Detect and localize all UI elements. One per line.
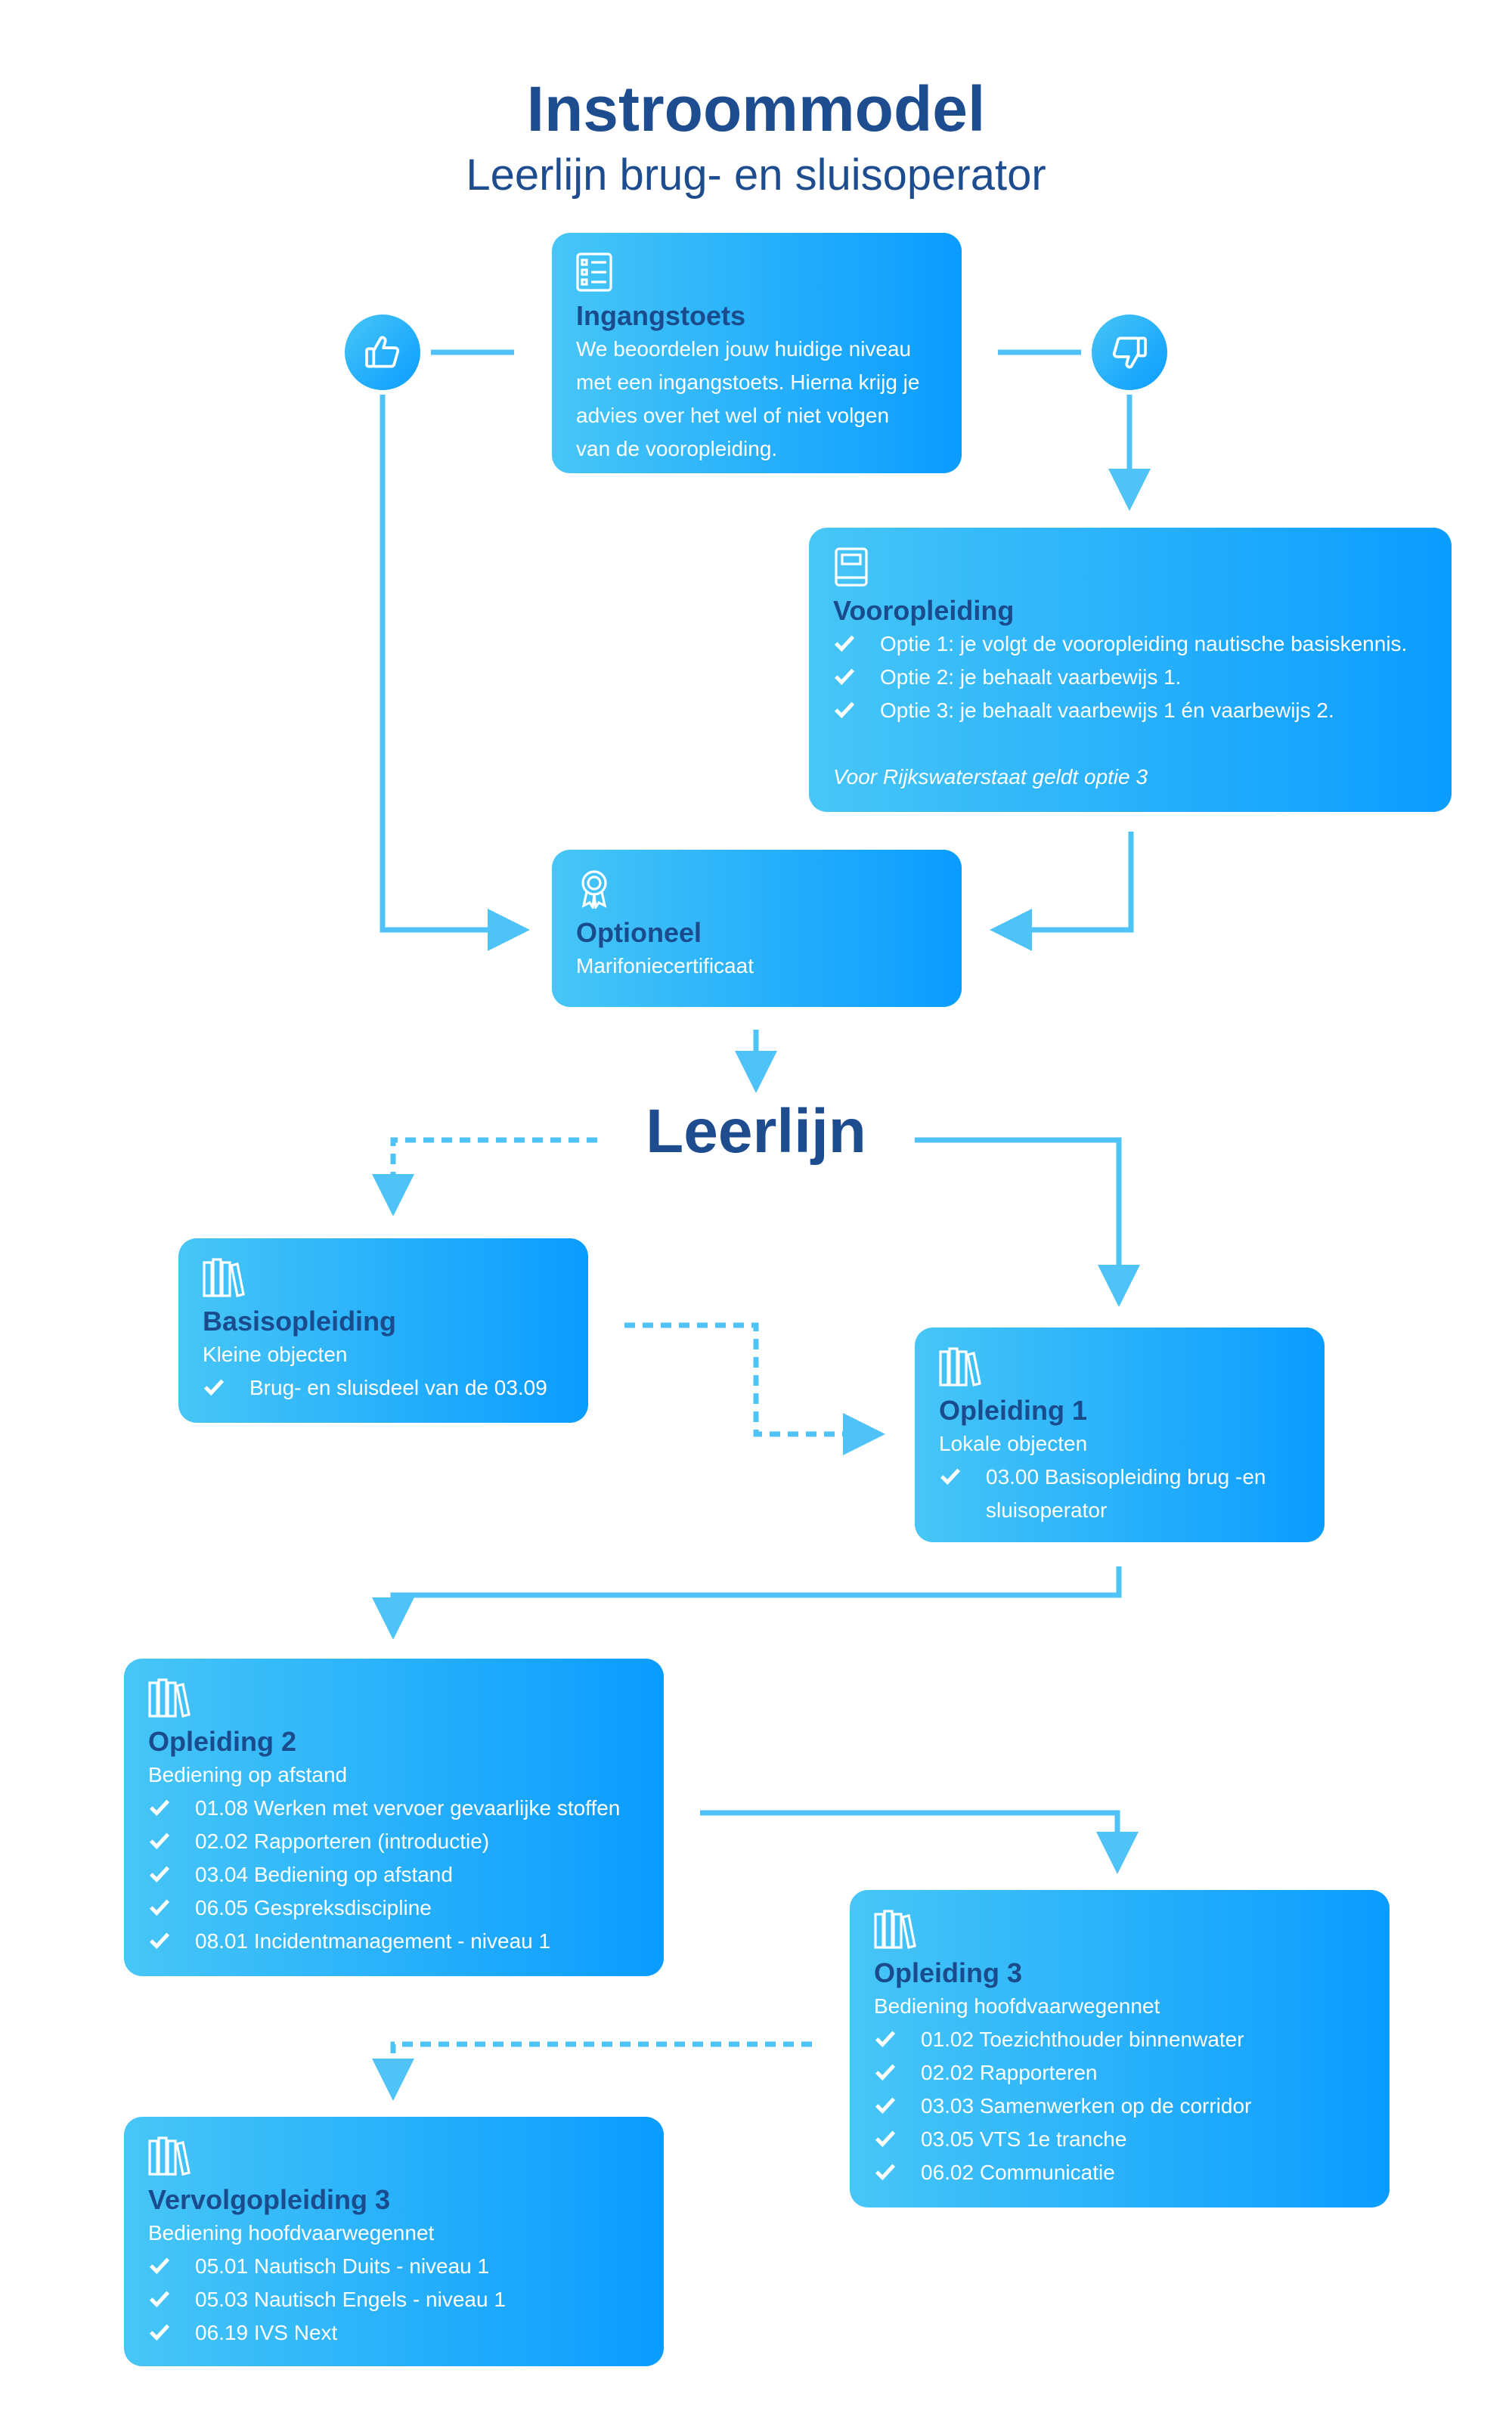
basisopleiding-subtitle: Kleine objecten — [203, 1343, 348, 1366]
basisopleiding-title: Basisopleiding — [203, 1306, 397, 1337]
check-icon — [834, 668, 855, 686]
optioneel-title: Optioneel — [576, 917, 702, 948]
connector-basisopleiding-opleiding1 — [624, 1322, 885, 1455]
check-icon — [834, 635, 855, 652]
vervolgopleiding3-subtitle: Bediening hoofdvaarwegennet — [148, 2221, 435, 2245]
list-item: Optie 1: je volgt de vooropleiding nauti… — [833, 627, 1427, 661]
connector-opleiding1-opleiding2 — [372, 1566, 1122, 1640]
section-title: Leerlijn — [646, 1097, 866, 1166]
ingangstoets-title: Ingangstoets — [576, 300, 746, 331]
list-item: Optie 3: je behaalt vaarbewijs 1 én vaar… — [833, 694, 1427, 727]
list-item: 03.05 VTS 1e tranche — [874, 2123, 1365, 2156]
list-item: 01.02 Toezichthouder binnenwater — [874, 2023, 1365, 2056]
vooropleiding-title: Vooropleiding — [833, 595, 1015, 626]
list-item: 06.02 Communicatie — [874, 2156, 1365, 2189]
check-icon — [834, 702, 855, 719]
thumbs-down-icon — [1092, 314, 1167, 390]
check-icon — [149, 1899, 170, 1916]
check-icon — [875, 2130, 896, 2148]
connector-leerlijn-basisopleiding — [372, 1137, 597, 1216]
ingangstoets-line: We beoordelen jouw huidige niveau — [576, 337, 912, 361]
vooropleiding-note: Voor Rijkswaterstaat geldt optie 3 — [833, 765, 1148, 788]
opleiding3-subtitle: Bediening hoofdvaarwegennet — [874, 1994, 1160, 2018]
opleiding1-title: Opleiding 1 — [939, 1395, 1088, 1426]
books-icon — [148, 1678, 191, 1718]
check-icon — [149, 1866, 170, 1883]
ingangstoets-line: advies over het wel of niet volgen — [576, 404, 890, 427]
connector-leerlijn-opleiding1 — [915, 1137, 1140, 1307]
books-icon — [203, 1258, 245, 1297]
opleiding3-card: Opleiding 3 Bediening hoofdvaarwegennet … — [850, 1890, 1390, 2207]
thumbs-up-icon — [345, 314, 420, 390]
list-item: 06.05 Gespreksdiscipline — [148, 1891, 640, 1925]
opleiding1-subtitle: Lokale objecten — [939, 1432, 1088, 1455]
connector-opleiding2-opleiding3 — [700, 1810, 1139, 1874]
list-item: Optie 2: je behaalt vaarbewijs 1. — [833, 661, 1427, 694]
list-item: 02.02 Rapporteren — [874, 2056, 1365, 2090]
books-icon — [874, 1910, 916, 1949]
opleiding2-subtitle: Bediening op afstand — [148, 1763, 348, 1786]
vooropleiding-card: Vooropleiding Optie 1: je volgt de vooro… — [809, 528, 1452, 812]
check-icon — [940, 1468, 961, 1486]
opleiding3-title: Opleiding 3 — [874, 1957, 1023, 1988]
ingangstoets-card: Ingangstoets We beoordelen jouw huidige … — [552, 233, 962, 473]
optioneel-card: Optioneel Marifoniecertificaat — [552, 850, 962, 1007]
vervolgopleiding3-card: Vervolgopleiding 3 Bediening hoofdvaarwe… — [124, 2117, 664, 2366]
ingangstoets-line: met een ingangstoets. Hierna krijg je — [576, 370, 920, 394]
check-icon — [875, 2164, 896, 2181]
opleiding2-card: Opleiding 2 Bediening op afstand 01.08 W… — [124, 1659, 664, 1976]
list-item: 06.19 IVS Next — [148, 2316, 640, 2350]
books-icon — [939, 1347, 981, 1386]
check-icon — [203, 1379, 225, 1396]
optioneel-subtitle: Marifoniecertificaat — [576, 954, 754, 977]
list-item: 08.01 Incidentmanagement - niveau 1 — [148, 1925, 640, 1958]
opleiding2-title: Opleiding 2 — [148, 1726, 297, 1757]
list-item: 03.04 Bediening op afstand — [148, 1858, 640, 1891]
check-icon — [149, 1799, 170, 1817]
list-item: 01.08 Werken met vervoer gevaarlijke sto… — [148, 1792, 640, 1825]
opleiding1-card: Opleiding 1 Lokale objecten 03.00 Basiso… — [915, 1328, 1325, 1542]
connector-thumbsup-optioneel — [380, 395, 530, 951]
check-icon — [149, 2324, 170, 2341]
check-icon — [149, 2291, 170, 2308]
list-item: 03.03 Samenwerken op de corridor — [874, 2090, 1365, 2123]
page-subtitle: Leerlijn brug- en sluisoperator — [466, 150, 1046, 200]
list-item: 03.00 Basisopleiding brug -en sluisopera… — [939, 1461, 1300, 1527]
list-item: 02.02 Rapporteren (introductie) — [148, 1825, 640, 1858]
vervolgopleiding3-title: Vervolgopleiding 3 — [148, 2184, 391, 2215]
book-icon — [833, 547, 872, 587]
check-icon — [875, 2031, 896, 2048]
check-icon — [149, 1833, 170, 1850]
basisopleiding-card: Basisopleiding Kleine objecten Brug- en … — [178, 1238, 588, 1423]
page-title: Instroommodel — [526, 73, 986, 144]
check-icon — [875, 2097, 896, 2115]
check-icon — [149, 2257, 170, 2275]
connector-opleiding3-vervolgopleiding3 — [372, 2041, 812, 2101]
award-icon — [576, 869, 615, 911]
check-icon — [875, 2064, 896, 2081]
ingangstoets-line: van de vooropleiding. — [576, 437, 778, 460]
checklist-icon — [576, 253, 615, 292]
books-icon — [148, 2136, 191, 2176]
connector-vooropleiding-optioneel — [990, 832, 1134, 951]
list-item: 05.03 Nautisch Engels - niveau 1 — [148, 2283, 640, 2316]
list-item: 05.01 Nautisch Duits - niveau 1 — [148, 2250, 640, 2283]
list-item: Brug- en sluisdeel van de 03.09 — [203, 1371, 564, 1405]
check-icon — [149, 1932, 170, 1950]
